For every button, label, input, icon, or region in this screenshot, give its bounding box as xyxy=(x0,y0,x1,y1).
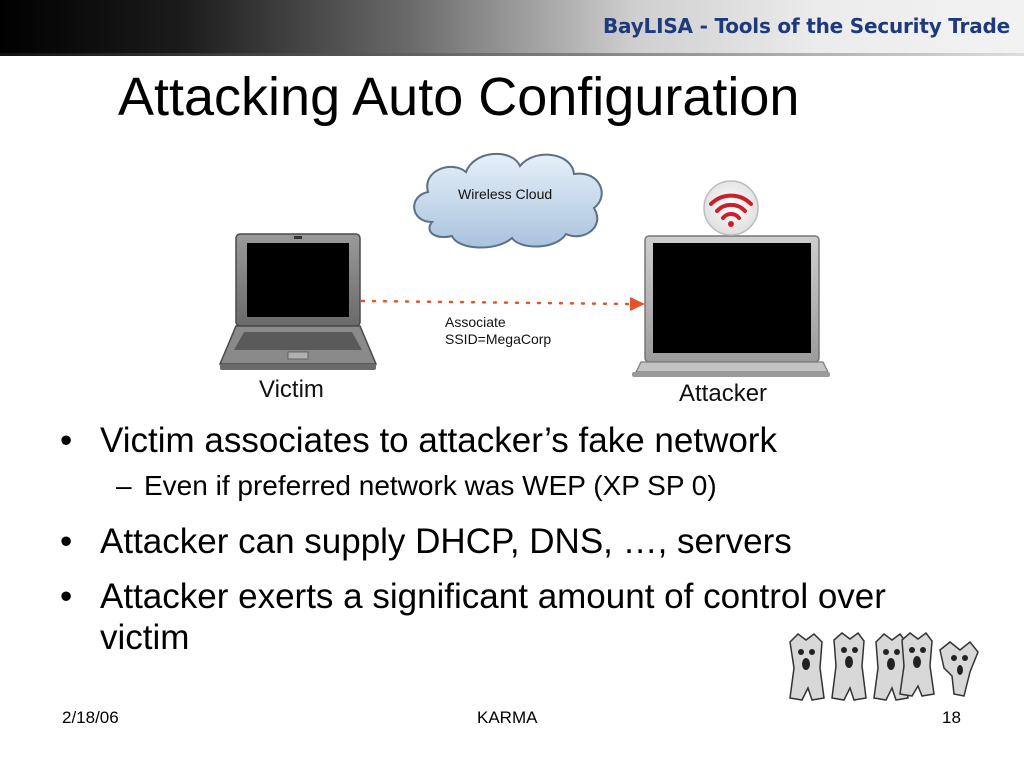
victim-label: Victim xyxy=(259,376,324,403)
cloud-label: Wireless Cloud xyxy=(458,186,553,202)
attacker-label: Attacker xyxy=(679,380,768,407)
associate-label: Associate xyxy=(445,314,506,330)
slide-title: Attacking Auto Configuration xyxy=(118,67,800,127)
victim-laptop-icon xyxy=(218,233,378,370)
bullet-item: Victim associates to attacker’s fake net… xyxy=(60,420,960,461)
karma-mascots-image xyxy=(789,631,979,701)
footer-page-number: 18 xyxy=(942,708,961,727)
wireless-cloud-icon xyxy=(413,153,603,249)
footer-date: 2/18/06 xyxy=(62,708,119,727)
banner-title: BayLISA - Tools of the Security Trade xyxy=(602,14,1010,38)
association-arrow xyxy=(360,297,645,311)
sub-bullet-item: Even if preferred network was WEP (XP SP… xyxy=(60,469,960,503)
ssid-label: SSID=MegaCorp xyxy=(445,331,552,347)
bullet-list: Victim associates to attacker’s fake net… xyxy=(60,420,960,672)
bullet-item: Attacker can supply DHCP, DNS, …, server… xyxy=(60,521,960,562)
footer-center: KARMA xyxy=(477,708,538,727)
wifi-signal-icon xyxy=(703,180,759,236)
attacker-laptop-icon xyxy=(632,235,830,377)
header-banner: BayLISA - Tools of the Security Trade xyxy=(0,0,1024,56)
bullet-item: Attacker exerts a significant amount of … xyxy=(60,576,920,658)
